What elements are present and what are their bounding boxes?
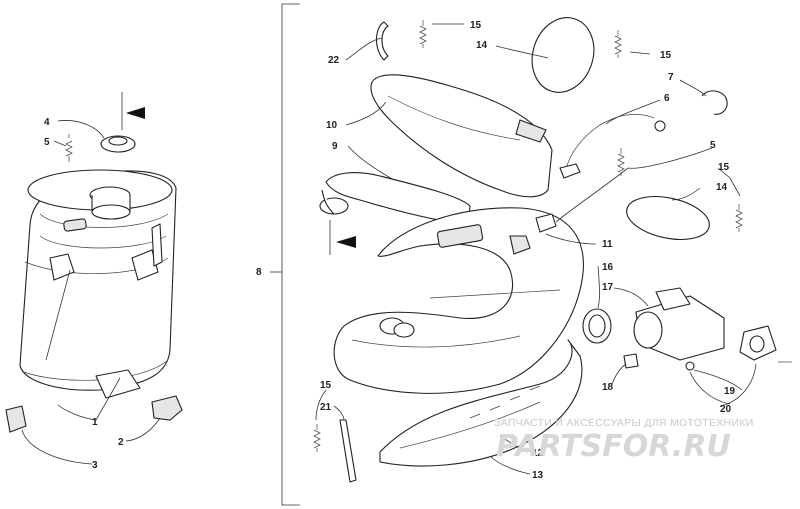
sensor-connector [654,120,666,132]
watermark-tagline: ЗАПЧАСТИ И АКСЕССУАРЫ ДЛЯ МОТОТЕХНИКИ [494,417,754,429]
callout-6: 6 [664,93,670,104]
callout-8: 8 [256,267,262,278]
shield-window [436,224,484,248]
arrow-left [126,107,145,119]
bottom-bracket [95,369,141,399]
heat-shield-assembly [319,20,666,467]
ring-22 [375,21,389,61]
clip-7 [701,90,728,115]
callout-9: 9 [332,141,338,152]
callout-13: 13 [532,470,544,481]
spring-15-far-right [735,204,743,232]
grommet-3 [5,405,27,433]
callout-14-right: 14 [716,182,728,193]
pin-21 [339,419,357,483]
callout-18: 18 [602,382,614,393]
callout-7: 7 [668,72,674,83]
callout-22: 22 [328,55,340,66]
callout-4: 4 [44,117,50,128]
callout-15-top: 15 [470,20,482,31]
callout-2: 2 [118,437,124,448]
silencer-pipe-assembly [582,287,792,371]
callout-19: 19 [724,386,736,397]
band-clamp-right [626,196,710,240]
heat-shield-upper [370,74,553,198]
callout-12: 12 [532,448,544,459]
spring-15-top [419,20,427,48]
clamp-11 [535,213,557,233]
arrow-center [336,236,356,248]
lower-shield [379,339,583,467]
bracket-right [131,249,159,281]
callout-20: 20 [720,404,732,415]
callout-16: 16 [602,262,614,273]
spring-15-bottom [313,424,321,452]
callout-3: 3 [92,460,98,471]
bolt-18 [623,353,639,369]
band-clamp-top [531,17,595,93]
sensor-wire [565,114,655,171]
watermark: ЗАПЧАСТИ И АКСЕССУАРЫ ДЛЯ МОТОТЕХНИКИ PA… [494,417,754,464]
muffler-assembly [5,92,183,433]
expansion-chamber [333,207,584,394]
callout-5-right: 5 [710,140,716,151]
callout-15-right: 15 [660,50,672,61]
callout-11: 11 [602,239,613,250]
callout-10: 10 [326,120,338,131]
bracket-left [49,253,75,281]
spring-5-right [617,148,625,176]
callout-5-left: 5 [44,137,50,148]
band-clamps [531,17,743,240]
nut-20 [685,361,695,371]
callout-17: 17 [602,282,614,293]
spring-15-right [614,30,622,58]
callout-14-top: 14 [476,40,488,51]
group-bracket-8: 8 [256,3,300,506]
spring-5-left [65,134,73,162]
grommet-2 [151,395,183,421]
callout-15-far-right: 15 [718,162,730,173]
callout-21: 21 [320,402,332,413]
callout-1: 1 [92,417,98,428]
watermark-logo: PARTSFOR.RU [496,429,731,464]
callout-15-bottom: 15 [320,380,332,391]
